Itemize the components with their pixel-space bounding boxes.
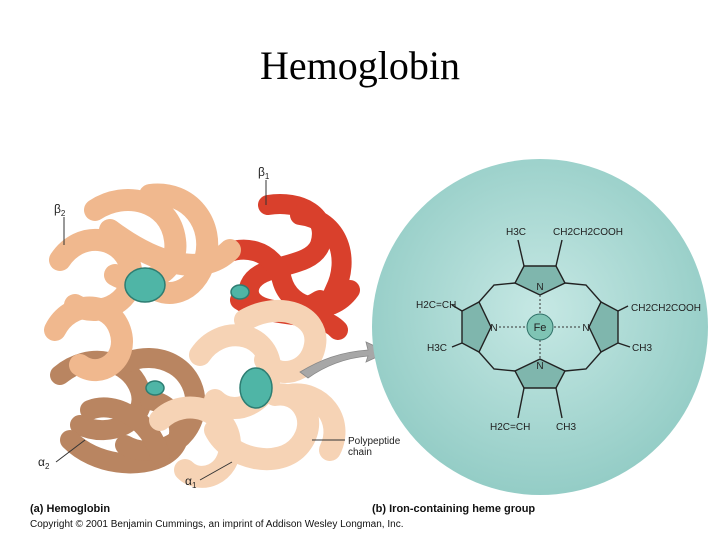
iron-atom — [526, 313, 554, 341]
caption-a: (a) Hemoglobin — [30, 503, 111, 515]
group-top-left: H3C — [506, 227, 526, 238]
caption-b: (b) Iron-containing heme group — [372, 503, 536, 515]
group-right-lower: CH3 — [632, 343, 652, 354]
nitrogen-right: N — [582, 323, 589, 334]
fe-coordination-bonds — [499, 295, 581, 359]
group-left-upper: H2C=CH — [416, 300, 456, 311]
alpha2-leader — [55, 439, 86, 463]
protein-illustration — [44, 183, 360, 488]
beta1-label: β1 — [258, 165, 270, 181]
copyright-notice: Copyright © 2001 Benjamin Cummings, an i… — [30, 519, 404, 530]
group-top-right: CH2CH2COOH — [553, 227, 623, 238]
polypeptide-label: Polypeptide — [348, 436, 401, 447]
alpha1-leader — [199, 461, 233, 481]
heme-discs — [124, 267, 273, 409]
nitrogen-bottom: N — [536, 361, 543, 372]
slide-title: Hemoglobin — [260, 43, 460, 88]
alpha1-subunit — [149, 300, 346, 488]
nitrogen-top: N — [536, 282, 543, 293]
group-right-upper: CH2CH2COOH — [631, 303, 701, 314]
iron-label: Fe — [534, 322, 547, 334]
polypeptide-label-line2: chain — [348, 447, 372, 458]
nitrogen-left: N — [490, 323, 497, 334]
beta2-label: β2 — [54, 202, 66, 218]
alpha1-label: α1 — [185, 474, 197, 490]
alpha2-label: α2 — [38, 455, 50, 471]
porphyrin-ring — [451, 239, 631, 419]
group-bottom-left: H2C=CH — [490, 422, 530, 433]
group-bottom-right: CH3 — [556, 422, 576, 433]
group-left-lower: H3C — [427, 343, 447, 354]
